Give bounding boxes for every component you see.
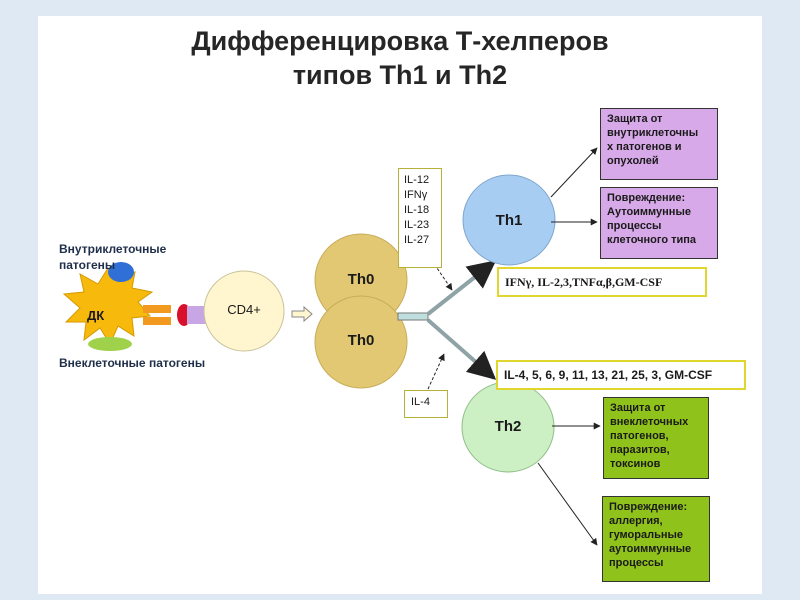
tcr-stalk (187, 306, 209, 324)
intracellular-pathogen-shape (108, 262, 134, 282)
box-line: опухолей (607, 155, 659, 167)
arrow-to-th1 (426, 260, 497, 316)
dc-star-shape (62, 267, 154, 346)
th1-label: Th1 (495, 212, 523, 229)
extracellular-pathogens-label: Внеклеточные патогены (59, 356, 206, 370)
box-line: процессы (607, 220, 662, 232)
th0-top-label: Th0 (347, 271, 375, 288)
box-line: аутоиммунные (609, 543, 692, 555)
th2-label: Th2 (494, 418, 522, 435)
th2-cytokines-box: IL-4, 5, 6, 9, 11, 13, 21, 25, 3, GM-CSF (496, 360, 746, 390)
title-line-1: Дифференцировка Т-хелперов (191, 26, 609, 56)
mhc-bar-top (143, 305, 171, 313)
box-line: внутриклеточны (607, 127, 699, 139)
box-line: аллергия, (609, 515, 663, 527)
intracellular-pathogens-label: Внутриклеточные патогены (59, 242, 167, 272)
slide: Дифференцировка Т-хелперов типов Th1 и T… (38, 16, 762, 594)
cd4-cell-shape (203, 270, 285, 352)
inducer-item: IFNγ (404, 189, 428, 201)
th2-cytokines-text: IL-4, 5, 6, 9, 11, 13, 21, 25, 3, GM-CSF (504, 368, 713, 382)
th2-protection-box: Защита от внеклеточных патогенов, парази… (603, 397, 709, 479)
title-line-2: типов Th1 и Th2 (292, 60, 508, 90)
arrow-th2-damage (537, 462, 598, 546)
box-line: х патогенов и (607, 141, 682, 153)
diagram-title: Дифференцировка Т-хелперов типов Th1 и T… (38, 24, 762, 92)
cd4-label: CD4+ (227, 302, 261, 317)
box-line: Защита от (610, 402, 666, 414)
inducer-item: IL-12 (404, 174, 430, 186)
inducer-item: IL-23 (404, 219, 430, 231)
dc-label: ДК (87, 308, 105, 323)
th2-damage-box: Повреждение: аллергия, гуморальные аутои… (602, 496, 710, 582)
th0-connector (397, 312, 429, 321)
extracellular-pathogen-shape (88, 337, 132, 351)
box-line: гуморальные (609, 529, 684, 541)
box-line: Повреждение: (609, 501, 688, 513)
th0-bottom-shape (314, 295, 408, 389)
th1-damage-box: Повреждение: Аутоиммунные процессы клето… (600, 187, 718, 259)
th1-cytokines-box: IFNγ, IL-2,3,TNFα,β,GM-CSF (497, 267, 707, 297)
th1-inducers-box: IL-12 IFNγ IL-18 IL-23 IL-27 (398, 168, 442, 268)
box-line: Аутоиммунные (607, 206, 691, 218)
mhc-bar-bottom (143, 317, 171, 325)
box-line: патогенов, (610, 430, 669, 442)
th1-cytokines-text: IFNγ, IL-2,3,TNFα,β,GM-CSF (505, 275, 663, 289)
box-line: процессы (609, 557, 664, 569)
box-line: внеклеточных (610, 416, 689, 428)
th2-inducer-text: IL-4 (411, 396, 430, 408)
box-line: токсинов (610, 458, 661, 470)
box-line: Повреждение: (607, 192, 686, 204)
arrow-cd4-to-th0 (291, 305, 313, 323)
inducer-item: IL-18 (404, 204, 430, 216)
th1-cell-shape (462, 174, 556, 266)
box-line: клеточного типа (607, 234, 697, 246)
th1-protection-box: Защита от внутриклеточны х патогенов и о… (600, 108, 718, 180)
box-line: Защита от (607, 113, 663, 125)
th2-inducer-arrow (427, 353, 445, 390)
th2-inducer-box: IL-4 (404, 390, 448, 418)
arrow-to-th2 (426, 318, 497, 380)
inducer-item: IL-27 (404, 234, 430, 246)
box-line: паразитов, (610, 444, 670, 456)
th0-bottom-label: Th0 (347, 332, 375, 349)
arrow-th1-protection (550, 147, 598, 198)
